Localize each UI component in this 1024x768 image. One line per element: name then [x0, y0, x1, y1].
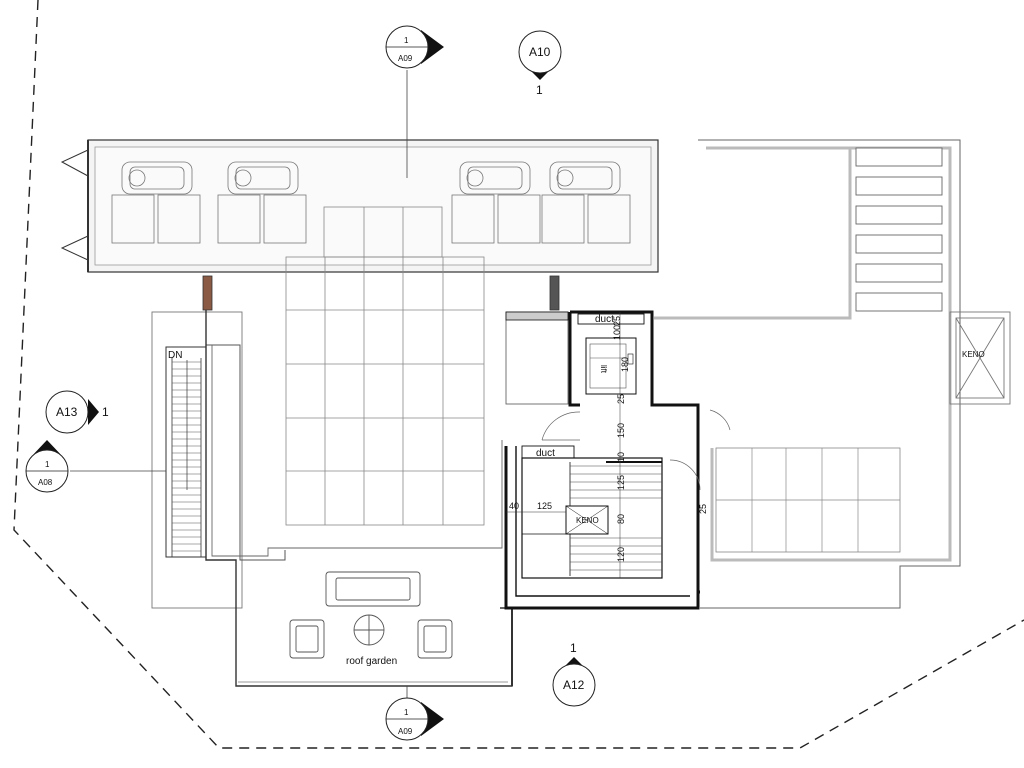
column-left	[202, 275, 213, 311]
dim-25-right: 25	[698, 504, 708, 514]
roof-garden-label: roof garden	[346, 656, 397, 667]
elevation-marker-a10: A10 1	[518, 30, 562, 97]
a08-num: 1	[45, 460, 50, 469]
a12-num: 1	[570, 641, 577, 655]
dim-125-h: 125	[537, 501, 552, 511]
core-stair-treads	[570, 465, 662, 571]
doors	[541, 409, 731, 491]
a13-num: 1	[102, 405, 109, 419]
service-core	[504, 310, 700, 610]
section-marker-a09-bottom: 1 A09	[385, 697, 444, 741]
right-bench-slats	[855, 147, 943, 312]
a10-tag: A10	[529, 45, 551, 59]
a09-bottom-num: 1	[404, 708, 409, 717]
a09-top-ref: A09	[398, 54, 413, 63]
dim-top-a: 25	[612, 316, 622, 326]
a13-tag: A13	[56, 405, 78, 419]
garden-furniture	[289, 571, 453, 659]
dim-40: 40	[509, 501, 519, 511]
roof-terrace	[60, 139, 659, 273]
a09-top-num: 1	[404, 36, 409, 45]
void-right-label: ΚΕΝΟ	[962, 350, 985, 359]
dim-120: 120	[616, 547, 626, 562]
elevation-marker-a12: A12 1	[552, 641, 596, 707]
elevation-marker-a13: A13 1	[45, 390, 109, 434]
a10-num: 1	[536, 83, 543, 97]
stair-treads	[172, 361, 201, 552]
section-marker-a09-top: 1 A09	[385, 25, 444, 69]
dim-lift-180: 180	[620, 357, 630, 372]
stair-dn-label: DN	[168, 350, 182, 361]
dim-10: 10	[616, 452, 626, 462]
section-marker-a08: 1 A08	[25, 440, 69, 493]
a12-tag: A12	[563, 678, 585, 692]
site-boundary	[13, 0, 1024, 749]
void-stair-label: ΚΕΝΟ	[576, 516, 599, 525]
dimensions: 25 100 180 25 150 10 125 80 120 40 125 2…	[506, 312, 708, 578]
dim-150: 150	[616, 423, 626, 438]
void-right	[949, 311, 1011, 405]
dim-top-b: 100	[612, 325, 622, 340]
lift-label: lift	[599, 365, 608, 374]
dim-25-mid: 25	[616, 394, 626, 404]
a09-bottom-ref: A09	[398, 727, 413, 736]
dim-80: 80	[616, 514, 626, 524]
a08-ref: A08	[38, 478, 53, 487]
column-right	[549, 275, 560, 311]
dim-125-v: 125	[616, 475, 626, 490]
terrace-furniture	[111, 161, 631, 244]
pergola-grid	[285, 206, 485, 526]
duct-top-label: duct	[595, 314, 614, 325]
duct-mid-label: duct	[536, 448, 555, 459]
